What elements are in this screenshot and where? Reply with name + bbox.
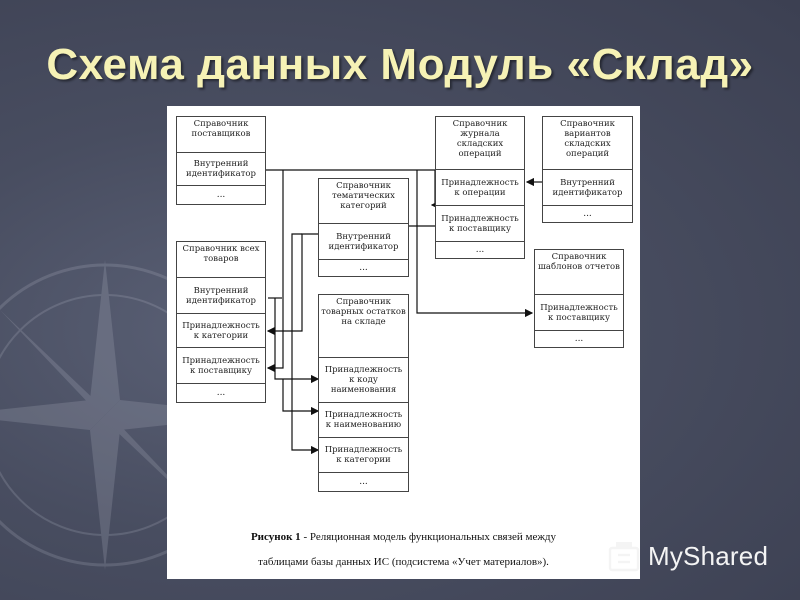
table-field-ellipsis: ... — [216, 388, 226, 398]
table-operations-journal: Справочник журнала складских операций Пр… — [435, 116, 525, 259]
table-report-templates: Справочник шаблонов отчетов Принадлежнос… — [534, 249, 624, 348]
table-field: Принадлежность к поставщику — [436, 206, 524, 242]
slide-title: Схема данных Модуль «Склад» — [46, 40, 754, 89]
watermark: MyShared — [606, 536, 768, 576]
table-header: Справочник шаблонов отчетов — [535, 250, 623, 295]
table-header: Справочник журнала складских операций — [436, 117, 524, 170]
table-field: Принадлежность к поставщику — [535, 295, 623, 331]
table-field: Принадлежность к коду наименования — [319, 358, 408, 403]
table-header: Справочник всех товаров — [177, 242, 265, 278]
table-field: Принадлежность к категории — [319, 438, 408, 473]
table-all-goods: Справочник всех товаров Внутренний идент… — [176, 241, 266, 403]
figure-caption-text: - Реляционная модель функциональных связ… — [300, 531, 557, 543]
table-header: Справочник поставщиков — [177, 117, 265, 153]
table-field: Внутренний идентификатор — [177, 278, 265, 314]
table-stock-balances: Справочник товарных остатков на складе П… — [318, 294, 409, 492]
table-header: Справочник товарных остатков на складе — [319, 295, 408, 358]
table-field: Принадлежность к наименованию — [319, 403, 408, 438]
relation-lines — [266, 169, 542, 455]
table-header: Справочник тематических категорий — [319, 179, 408, 224]
table-header: Справочник вариантов складских операций — [543, 117, 632, 170]
table-field: Принадлежность к поставщику — [177, 348, 265, 384]
figure-caption-line-2: таблицами базы данных ИС (подсистема «Уч… — [258, 556, 549, 568]
table-thematic-categories: Справочник тематических категорий Внутре… — [318, 178, 409, 277]
table-field-ellipsis: ... — [475, 245, 485, 255]
figure-caption-number: Рисунок 1 — [250, 531, 301, 543]
figure-caption-line-1: Рисунок 1 - Реляционная модель функциона… — [167, 531, 640, 543]
diagram-figure: Справочник поставщиков Внутренний иденти… — [167, 106, 640, 579]
watermark-text: MyShared — [648, 540, 769, 571]
table-field: Внутренний идентификатор — [177, 153, 265, 186]
table-field: Внутренний идентификатор — [543, 170, 632, 206]
table-operation-variants: Справочник вариантов складских операций … — [542, 116, 633, 223]
table-field-ellipsis: ... — [583, 209, 592, 219]
table-field-ellipsis: ... — [574, 334, 584, 344]
table-field-ellipsis: ... — [216, 190, 226, 200]
table-suppliers: Справочник поставщиков Внутренний иденти… — [176, 116, 266, 205]
table-field-ellipsis: ... — [359, 263, 368, 273]
table-field-ellipsis: ... — [359, 477, 368, 487]
table-field: Принадлежность к операции — [436, 170, 524, 206]
table-field: Принадлежность к категории — [177, 314, 265, 348]
table-field: Внутренний идентификатор — [319, 224, 408, 260]
myshared-logo-icon — [608, 542, 640, 572]
